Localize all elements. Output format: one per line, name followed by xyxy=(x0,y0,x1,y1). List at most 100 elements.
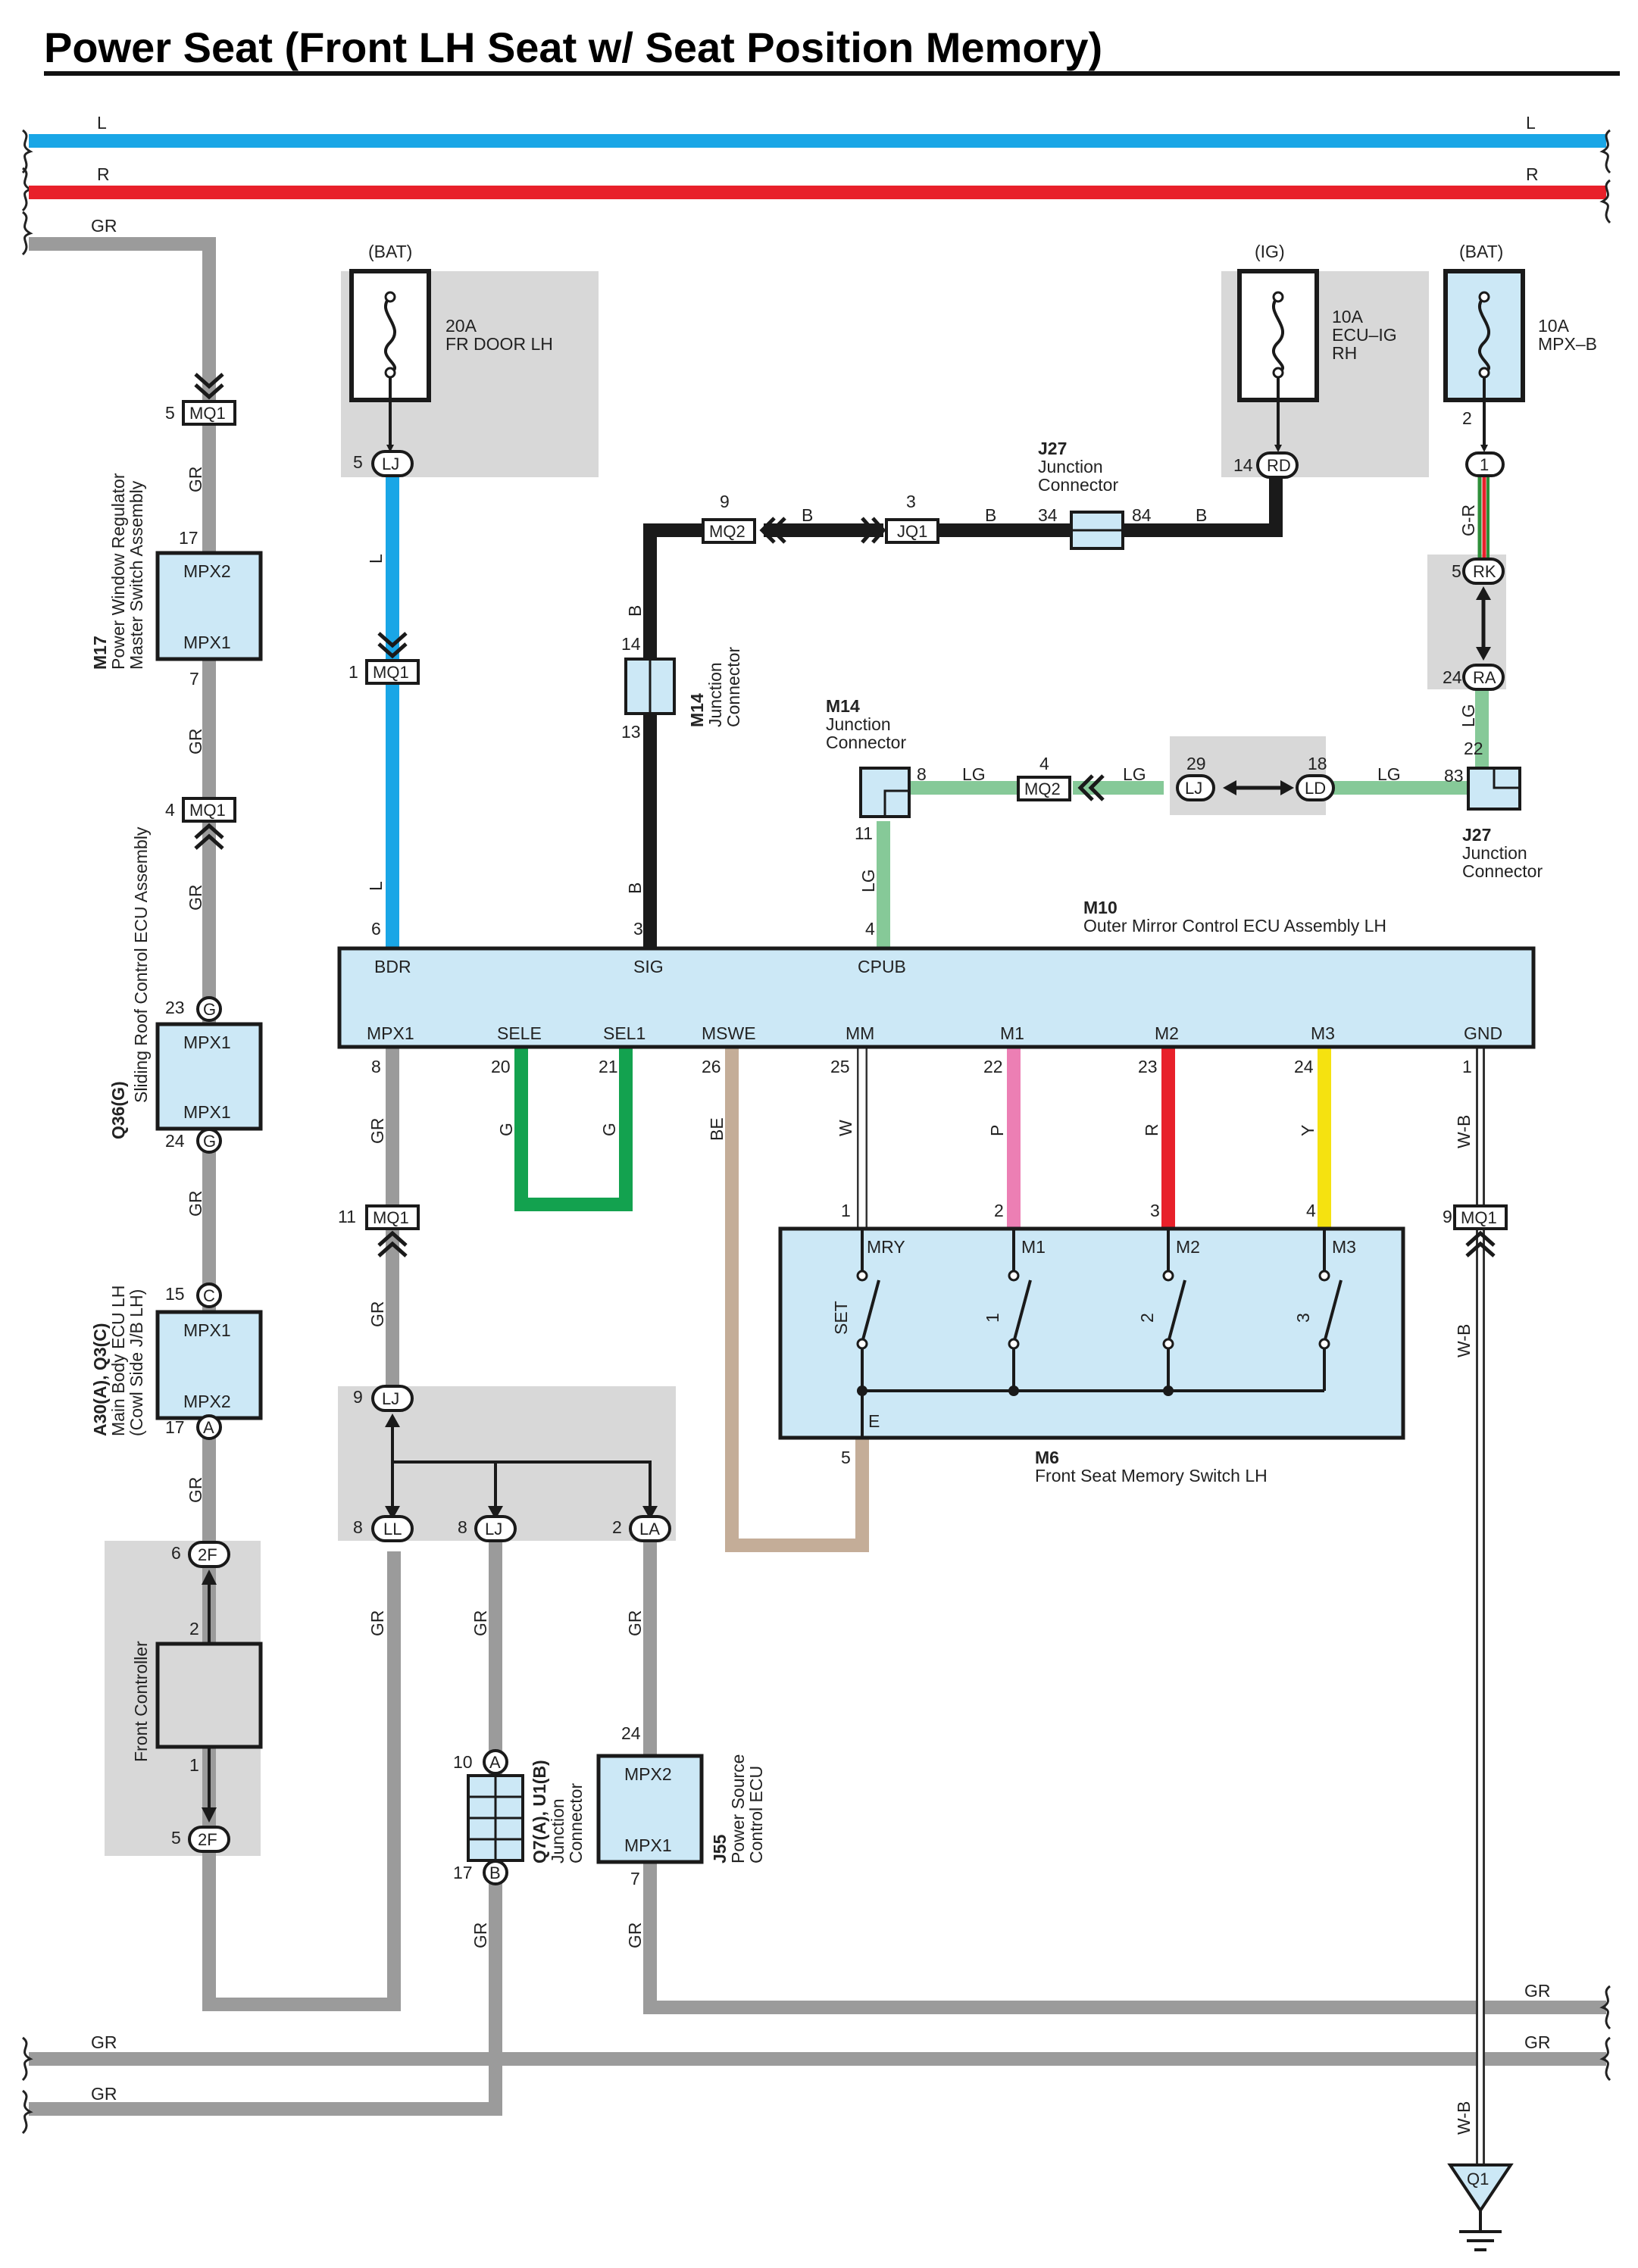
wire-label-gr-2: GR xyxy=(186,729,205,755)
svg-text:LA: LA xyxy=(639,1520,660,1539)
m17-box xyxy=(155,551,263,661)
wire-label-l-2: L xyxy=(366,881,386,891)
m17-term-mpx2: MPX2 xyxy=(183,561,231,581)
fuse-ecu-ig-name1: ECU–IG xyxy=(1332,325,1397,345)
wire-label-b-1: B xyxy=(625,605,645,617)
svg-text:11: 11 xyxy=(338,1207,356,1226)
fuse-ecu-ig-rating: 10A xyxy=(1332,307,1364,326)
wire-label-b-4: B xyxy=(985,505,996,525)
title-rule xyxy=(44,71,1620,76)
b-path: B 14 13 M14 Junction Connector B 3 9 MQ2… xyxy=(621,439,1299,939)
bus-gr-label-top: GR xyxy=(91,216,117,236)
q7-name2: Connector xyxy=(566,1783,586,1863)
svg-text:22: 22 xyxy=(983,1057,1003,1076)
wire-label-gr-la: GR xyxy=(625,1610,645,1637)
m6-term-m1: M1 xyxy=(1021,1237,1046,1257)
j55-term-2: MPX1 xyxy=(624,1835,672,1855)
svg-text:18: 18 xyxy=(1308,754,1327,773)
m6-id: M6 xyxy=(1035,1448,1059,1467)
svg-text:8: 8 xyxy=(371,1057,381,1076)
wire-g-loop xyxy=(514,1045,633,1211)
connector-ld xyxy=(1296,774,1335,801)
svg-text:6: 6 xyxy=(371,919,381,939)
svg-text:MQ2: MQ2 xyxy=(709,522,746,541)
svg-text:5: 5 xyxy=(1452,561,1461,581)
wire-label-be: BE xyxy=(707,1117,727,1141)
fuse-mpx-b-source: (BAT) xyxy=(1459,242,1503,261)
connector-a-left xyxy=(196,1414,222,1440)
connector-mq2-top xyxy=(702,518,756,544)
svg-text:9: 9 xyxy=(1443,1207,1452,1226)
svg-text:C: C xyxy=(203,1286,215,1305)
fuse-ecu-ig-name2: RH xyxy=(1332,343,1357,363)
svg-text:7: 7 xyxy=(630,1869,640,1888)
m10-name: Outer Mirror Control ECU Assembly LH xyxy=(1083,916,1386,936)
svg-text:RD: RD xyxy=(1267,456,1291,475)
m10-term-sel1: SEL1 xyxy=(603,1023,646,1043)
ground-q1 xyxy=(1447,2163,1514,2213)
a30-id: A30(A), Q3(C) xyxy=(90,1323,110,1436)
connector-mq1-l xyxy=(365,659,420,685)
wire-label-gr-j55: GR xyxy=(625,1923,645,1949)
j27-right-id: J27 xyxy=(1462,825,1491,845)
svg-text:MQ1: MQ1 xyxy=(189,801,226,820)
q36-name: Sliding Roof Control ECU Assembly xyxy=(131,826,151,1103)
wire-label-b-3: B xyxy=(802,505,813,525)
m6-common-e: E xyxy=(868,1411,880,1431)
svg-text:4: 4 xyxy=(1039,754,1049,773)
connector-g-b xyxy=(196,1128,222,1154)
svg-text:24: 24 xyxy=(1443,667,1462,687)
svg-text:LD: LD xyxy=(1305,779,1326,798)
svg-text:JQ1: JQ1 xyxy=(897,522,927,541)
m10-term-mm: MM xyxy=(846,1023,874,1043)
svg-text:10: 10 xyxy=(453,1752,473,1772)
svg-text:2: 2 xyxy=(189,1619,199,1639)
svg-text:A: A xyxy=(203,1418,214,1437)
svg-text:4: 4 xyxy=(1306,1201,1316,1220)
q7-id: Q7(A), U1(B) xyxy=(530,1760,549,1863)
svg-text:11: 11 xyxy=(855,823,873,843)
svg-text:2: 2 xyxy=(994,1201,1004,1220)
svg-text:A: A xyxy=(489,1753,501,1772)
wire-label-b-2: B xyxy=(625,883,645,894)
connector-lj-top xyxy=(371,450,414,477)
pin-mpx-b-2: 2 xyxy=(1462,408,1472,428)
connector-rk xyxy=(1462,558,1505,585)
svg-text:14: 14 xyxy=(1233,455,1253,475)
svg-text:MQ1: MQ1 xyxy=(1461,1208,1497,1227)
svg-text:8: 8 xyxy=(917,764,927,784)
svg-text:B: B xyxy=(489,1863,501,1882)
wire-label-lg-5: LG xyxy=(858,869,878,892)
wire-label-y: Y xyxy=(1298,1125,1318,1136)
svg-text:5: 5 xyxy=(841,1448,851,1467)
a30-term-1: MPX1 xyxy=(183,1320,231,1340)
j27-top-id: J27 xyxy=(1038,439,1067,458)
bus-l-label-left: L xyxy=(97,113,107,133)
m14-vert-name2: Connector xyxy=(724,647,743,727)
svg-text:26: 26 xyxy=(702,1057,721,1076)
m6-sw-1: 1 xyxy=(983,1313,1002,1323)
fuse-fr-door: (BAT) 20A FR DOOR LH xyxy=(349,242,553,452)
m14-vert-name1: Junction xyxy=(705,662,725,727)
svg-text:1: 1 xyxy=(349,662,358,682)
a30-name1: Main Body ECU LH xyxy=(108,1286,128,1436)
fuse-ecu-ig: (IG) 10A ECU–IG RH xyxy=(1237,242,1397,452)
j27-right-name1: Junction xyxy=(1462,843,1527,863)
wire-be xyxy=(725,1045,869,1552)
m10-term-sele: SELE xyxy=(497,1023,542,1043)
connector-jq1 xyxy=(885,518,939,544)
connector-rd xyxy=(1256,451,1299,479)
connector-2f-a xyxy=(188,1541,230,1568)
svg-text:5: 5 xyxy=(165,403,175,423)
q7-junction: 10 A B 17 Q7(A), U1(B) Junction Connecto… xyxy=(453,1749,586,1948)
svg-text:G: G xyxy=(203,1132,216,1151)
wire-label-gr-right-1: GR xyxy=(1524,1981,1551,2001)
m10-term-bdr: BDR xyxy=(374,957,411,976)
wire-label-gr-r: G-R xyxy=(1458,505,1478,536)
left-column: MQ1 5 GR 17 MPX2 MPX1 7 M17 Power Window… xyxy=(90,373,263,1853)
svg-text:25: 25 xyxy=(830,1057,850,1076)
svg-text:17: 17 xyxy=(179,528,198,548)
svg-text:21: 21 xyxy=(599,1057,618,1076)
m10-term-m3: M3 xyxy=(1311,1023,1335,1043)
